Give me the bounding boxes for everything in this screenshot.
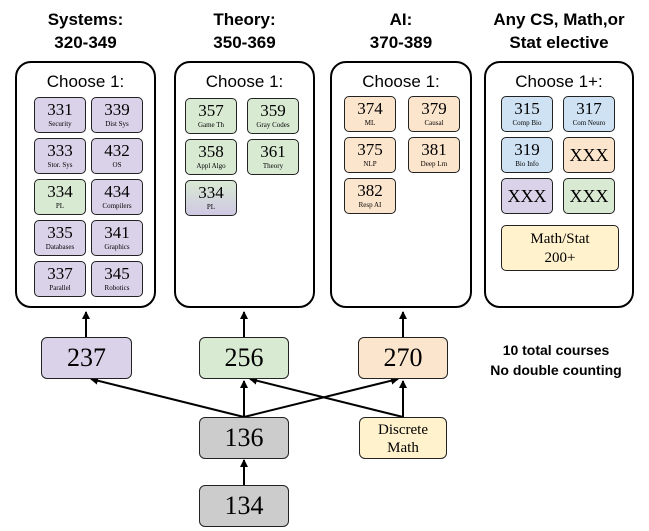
course-333[interactable]: 333 Stor. Sys <box>34 138 86 174</box>
node-134[interactable]: 134 <box>199 485 289 527</box>
node-270[interactable]: 270 <box>358 337 448 379</box>
course-432[interactable]: 432 OS <box>91 138 143 174</box>
ai-panel: Choose 1: 374 ML 379 Causal 375 NLP 381 … <box>330 61 472 308</box>
course-339[interactable]: 339 Dist Sys <box>91 97 143 133</box>
elective-title: Any CS, Math,or Stat elective <box>493 10 625 52</box>
course-381[interactable]: 381 Deep Lrn <box>408 137 460 173</box>
course-319[interactable]: 319 Bio Info <box>501 137 553 173</box>
course-382[interactable]: 382 Resp AI <box>344 178 396 214</box>
choose-label: Choose 1+: <box>515 72 603 91</box>
course-361[interactable]: 361 Theory <box>247 139 299 175</box>
course-375[interactable]: 375 NLP <box>344 137 396 173</box>
choose-label: Choose 1: <box>362 72 440 91</box>
course-315[interactable]: 315 Comp Bio <box>501 96 553 132</box>
course-335[interactable]: 335 Databases <box>34 220 86 256</box>
node-discrete-math[interactable]: Discrete Math <box>359 417 447 459</box>
arrow-136-to-270 <box>243 376 399 418</box>
systems-title: Systems: 320-349 <box>47 10 124 52</box>
elective-panel: Choose 1+: 315 Comp Bio 317 Com Neuro 31… <box>484 61 634 308</box>
course-xxx-orange[interactable]: XXX <box>563 137 615 173</box>
choose-label: Choose 1: <box>205 72 284 91</box>
math-stat-elective[interactable]: Math/Stat 200+ <box>501 225 619 271</box>
theory-title: Theory: 350-369 <box>213 10 276 52</box>
node-136[interactable]: 136 <box>199 417 289 459</box>
course-434[interactable]: 434 Compilers <box>91 179 143 215</box>
course-341[interactable]: 341 Graphics <box>91 220 143 256</box>
course-317[interactable]: 317 Com Neuro <box>563 96 615 132</box>
course-331[interactable]: 331 Security <box>34 97 86 133</box>
course-374[interactable]: 374 ML <box>344 96 396 132</box>
choose-label: Choose 1: <box>46 72 125 91</box>
requirements-note: 10 total courses No double counting <box>490 342 622 378</box>
course-xxx-purple[interactable]: XXX <box>501 178 553 214</box>
course-xxx-green[interactable]: XXX <box>563 178 615 214</box>
theory-panel: Choose 1: 357 Game Th 359 Gray Codes 358… <box>174 61 315 308</box>
systems-panel: Choose 1: 331 Security 339 Dist Sys 333 … <box>15 61 156 308</box>
course-334[interactable]: 334 PL <box>34 179 86 215</box>
course-379[interactable]: 379 Causal <box>408 96 460 132</box>
course-345[interactable]: 345 Robotics <box>91 261 143 297</box>
ai-title: AI: 370-389 <box>369 10 433 52</box>
arrow-discrete-to-256 <box>249 376 404 418</box>
course-337[interactable]: 337 Parallel <box>34 261 86 297</box>
node-256[interactable]: 256 <box>199 337 289 379</box>
course-357[interactable]: 357 Game Th <box>185 98 237 134</box>
course-359[interactable]: 359 Gray Codes <box>247 98 299 134</box>
course-334-theory[interactable]: 334 PL <box>185 180 237 216</box>
node-237[interactable]: 237 <box>41 337 132 379</box>
arrow-136-to-237 <box>90 376 245 418</box>
course-358[interactable]: 358 Appl Algo <box>185 139 237 175</box>
